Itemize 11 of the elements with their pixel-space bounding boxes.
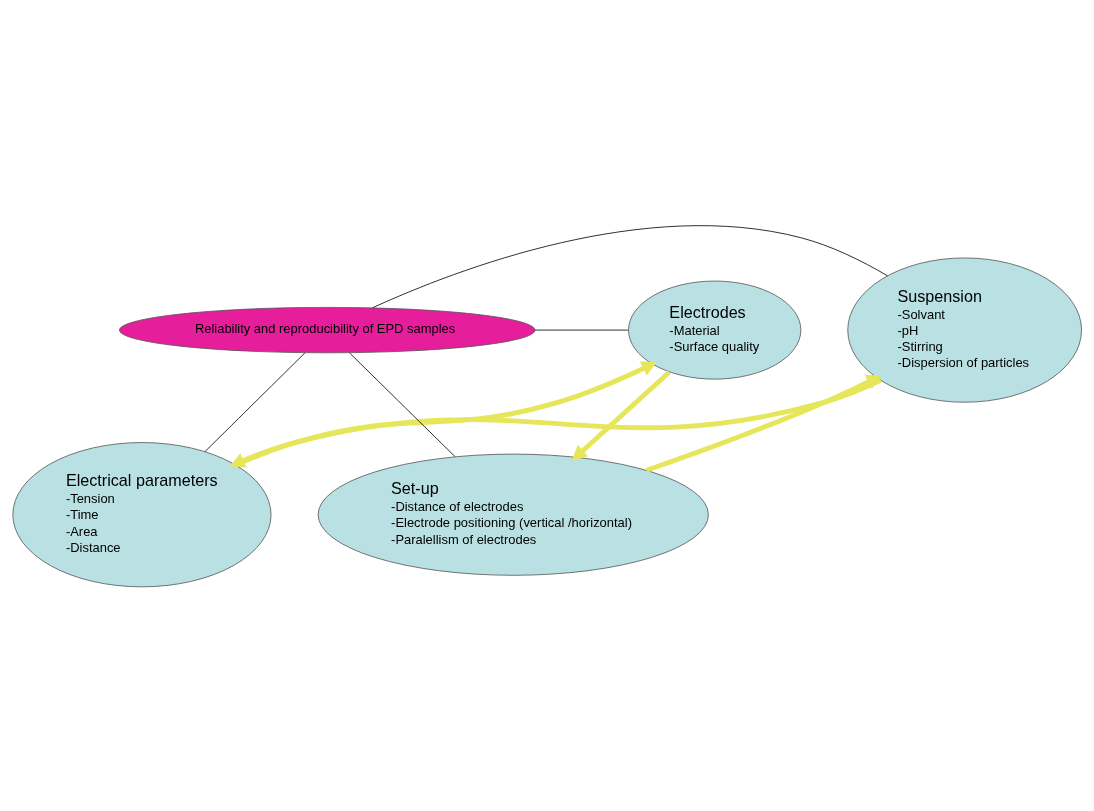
node-ellipse: Set-up -Distance of electrodes -Electrode positioning (vertical /horizontal) -Paralellism of electrodes xyxy=(317,453,709,576)
connector xyxy=(204,352,306,452)
arrow xyxy=(229,377,882,468)
node-ellipse: Electrodes -Material -Surface quality xyxy=(628,280,802,380)
connector xyxy=(349,352,456,457)
arrow xyxy=(645,374,882,472)
connector xyxy=(372,225,888,308)
node-ellipse: Reliability and reproducibility of EPD samples xyxy=(119,306,536,353)
node-ellipse: Electrical parameters -Tension -Time -Area -Distance xyxy=(12,441,272,587)
node-ellipse: Suspension -Solvant -pH -Stirring -Dispersion of particles xyxy=(847,257,1082,403)
arrow xyxy=(571,369,671,461)
